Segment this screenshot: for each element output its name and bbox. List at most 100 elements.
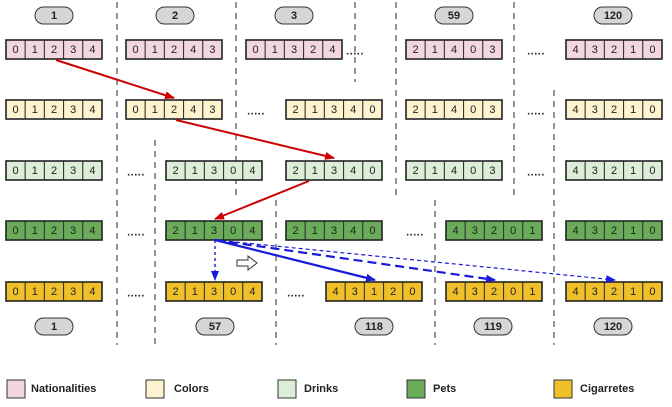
ellipsis: ..... [527,106,545,118]
permutation-value: 1 [529,286,535,298]
permutation-value: 2 [611,225,617,237]
bottom-pill-label: 118 [365,321,383,333]
permutation-value: 4 [249,286,255,298]
permutation-value: 0 [369,104,375,116]
permutation-value: 1 [432,104,438,116]
top-pill-label: 2 [172,10,178,22]
red-arrow [55,59,175,100]
permutation-value: 0 [510,225,516,237]
bottom-pill: 1 [34,317,74,336]
permutation-value: 0 [649,104,655,116]
permutation-outline [445,220,543,241]
permutation-outline [405,39,503,60]
permutation-value: 3 [489,104,495,116]
permutation-outline [5,220,103,241]
permutation-value: 3 [70,225,76,237]
permutation-value: 3 [331,165,337,177]
permutation-outline [405,99,503,120]
permutation-value: 2 [611,165,617,177]
permutation-value: 2 [51,104,57,116]
legend-item: Cigarretes [553,379,634,399]
permutation-outline [5,281,103,302]
legend-swatch [277,379,297,399]
permutation-value: 3 [291,44,297,56]
right-arrow-icon [236,254,258,272]
permutation-value: 2 [491,286,497,298]
permutation-outline [5,160,103,181]
permutation-value: 3 [352,286,358,298]
ellipsis: ..... [127,227,145,239]
permutation-outline [565,39,663,60]
top-pill-label: 3 [291,10,297,22]
permutation-value: 4 [453,286,459,298]
legend-item: Nationalities [6,379,96,399]
permutation-value: 2 [293,165,299,177]
permutation-outline [285,99,383,120]
permutation-outline [165,281,263,302]
blue-arrow [214,238,496,283]
permutation-value: 4 [89,165,95,177]
permutation-value: 1 [192,165,198,177]
permutation-value: 3 [70,44,76,56]
permutation-value: 0 [649,44,655,56]
permutation-value: 0 [409,286,415,298]
permutation-value: 1 [432,165,438,177]
permutation-value: 2 [171,104,177,116]
permutation-value: 2 [173,165,179,177]
legend-label: Colors [174,383,209,395]
permutation-value: 1 [32,104,38,116]
legend-label: Pets [433,383,456,395]
permutation-value: 1 [630,44,636,56]
permutation-value: 4 [451,44,457,56]
permutation-value: 3 [592,165,598,177]
permutation-value: 0 [253,44,259,56]
ellipsis: ..... [247,106,265,118]
permutation-outline [165,160,263,181]
permutation-value: 1 [630,225,636,237]
permutation-outline [565,220,663,241]
permutation-value: 1 [32,286,38,298]
permutation-value: 3 [489,44,495,56]
permutation-value: 1 [432,44,438,56]
permutation-value: 3 [211,225,217,237]
permutation-value: 1 [32,44,38,56]
permutation-value: 3 [331,225,337,237]
legend-swatch [145,379,165,399]
permutation-value: 3 [592,44,598,56]
permutation-value: 3 [472,286,478,298]
legend-label: Drinks [304,383,338,395]
permutation-outline [565,99,663,120]
permutation-value: 4 [573,104,579,116]
top-pill: 59 [434,6,474,25]
ellipsis: ..... [527,167,545,179]
permutation-value: 1 [32,165,38,177]
permutation-value: 2 [611,286,617,298]
permutation-value: 2 [171,44,177,56]
permutation-value: 4 [89,104,95,116]
transition-arrows [55,59,616,284]
permutation-value: 2 [173,286,179,298]
permutation-value: 4 [333,286,339,298]
permutation-outline [5,99,103,120]
permutation-value: 1 [192,225,198,237]
permutation-value: 0 [369,165,375,177]
top-pill-label: 59 [448,10,460,22]
permutation-value: 0 [470,44,476,56]
permutation-value: 0 [13,104,19,116]
permutation-value: 3 [592,286,598,298]
permutation-value: 3 [592,225,598,237]
